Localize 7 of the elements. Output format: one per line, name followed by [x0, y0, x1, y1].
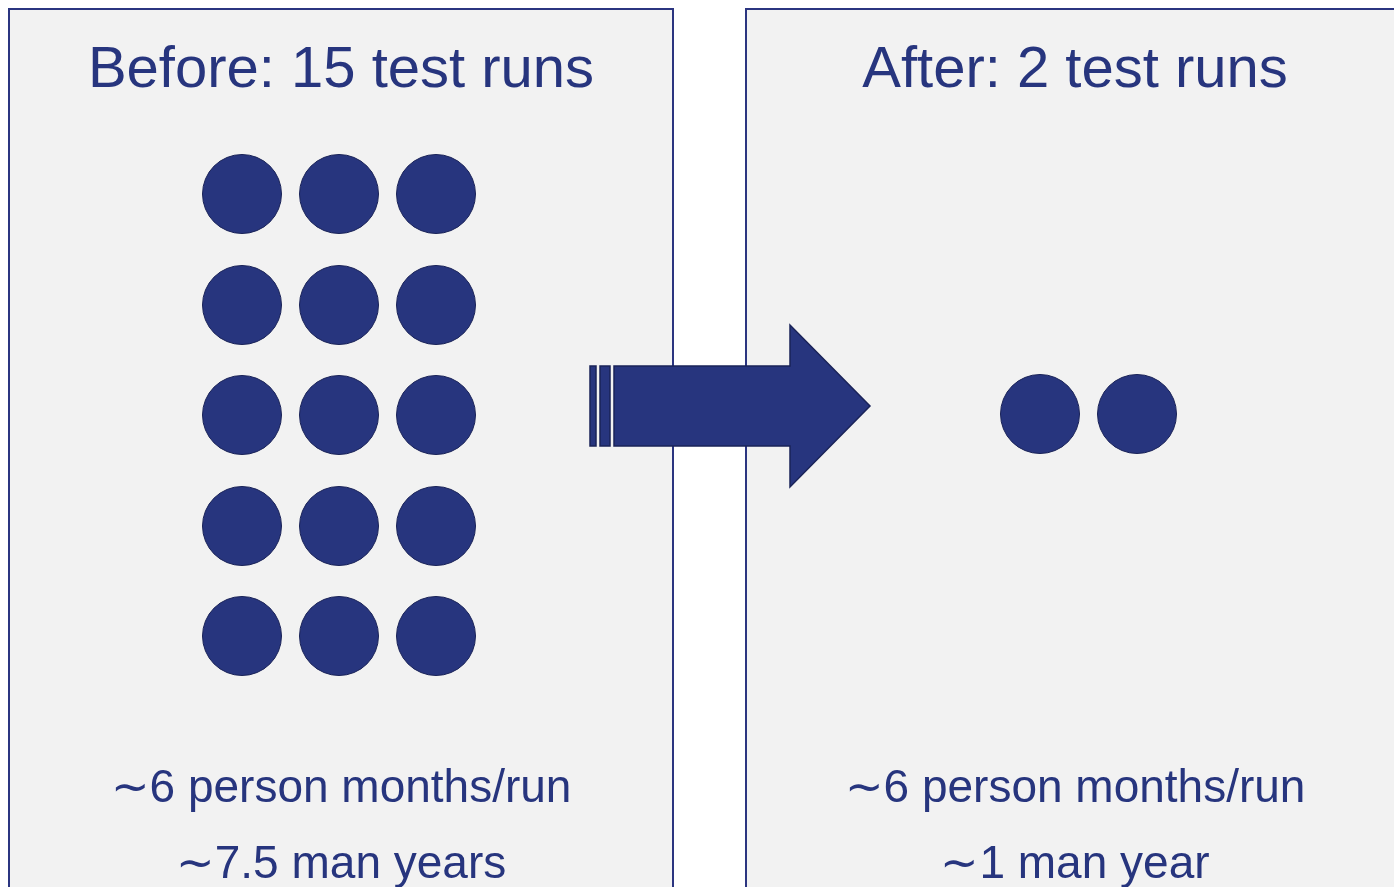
stat-text: ∼6 person months/run [843, 759, 1307, 814]
block-arrow [589, 323, 872, 489]
panel [745, 8, 1394, 887]
stat-text: ∼6 person months/run [109, 759, 573, 814]
panel [8, 8, 674, 887]
panel-title: After: 2 test runs [861, 33, 1289, 101]
panel-title: Before: 15 test runs [86, 33, 596, 101]
